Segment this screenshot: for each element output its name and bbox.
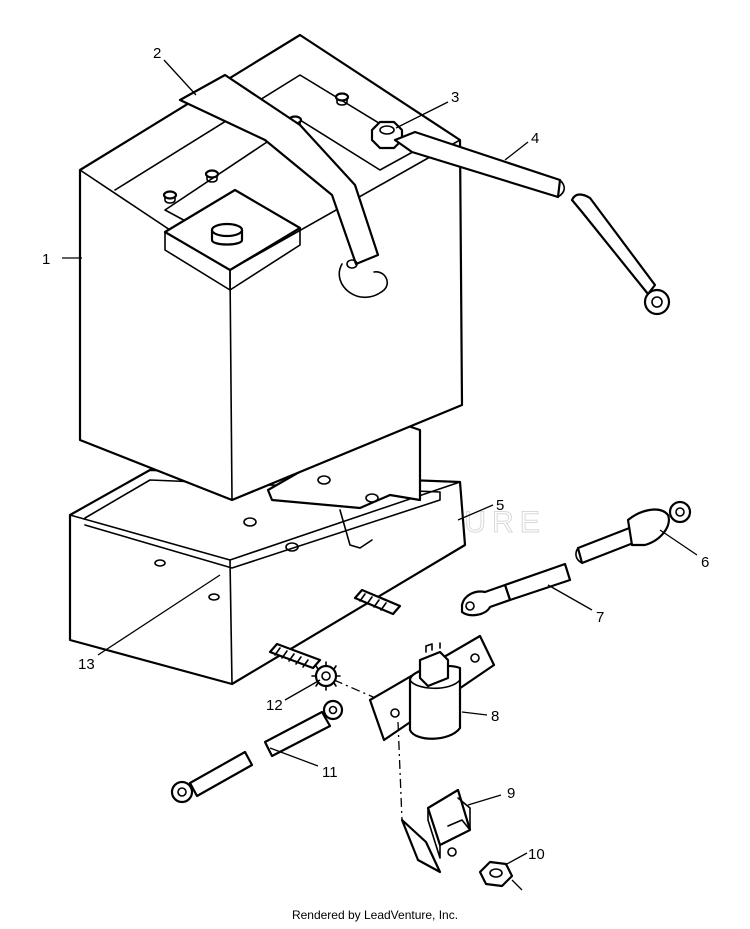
callout-8: 8 [491,708,499,725]
part-1-battery [78,33,464,502]
leader-lines [62,59,698,866]
stud-upper [353,588,402,616]
part-10-hex-nut [478,860,523,891]
part-7-cable [460,525,638,617]
footer-credit: Rendered by LeadVenture, Inc. [291,908,459,922]
callout-3: 3 [451,89,459,106]
dash-line-upper [333,679,381,701]
stud-lower [268,642,322,670]
part-6-terminal-boot [626,500,692,547]
dash-line-lower [397,721,403,821]
callout-2: 2 [153,45,161,62]
callout-13: 13 [78,656,95,673]
part-5-battery-tray [68,418,467,686]
part-12-star-washer [311,661,341,691]
part-11-ground-cable [170,699,344,804]
callout-4: 4 [531,130,539,147]
callout-12: 12 [266,697,283,714]
callout-9: 9 [507,785,515,802]
part-3-terminal-nut [370,120,404,150]
callout-5: 5 [496,497,504,514]
part-4-battery-cable [393,130,671,316]
callout-7: 7 [596,609,604,626]
callouts: 1 2 3 4 5 6 7 8 9 10 11 12 13 [42,45,709,863]
callout-11: 11 [322,764,338,781]
callout-1: 1 [42,251,50,268]
callout-10: 10 [528,846,545,863]
part-2-hold-down-strap [178,73,389,298]
callout-6: 6 [701,554,709,571]
part-8-solenoid [368,634,496,742]
part-9-bracket [397,721,472,874]
